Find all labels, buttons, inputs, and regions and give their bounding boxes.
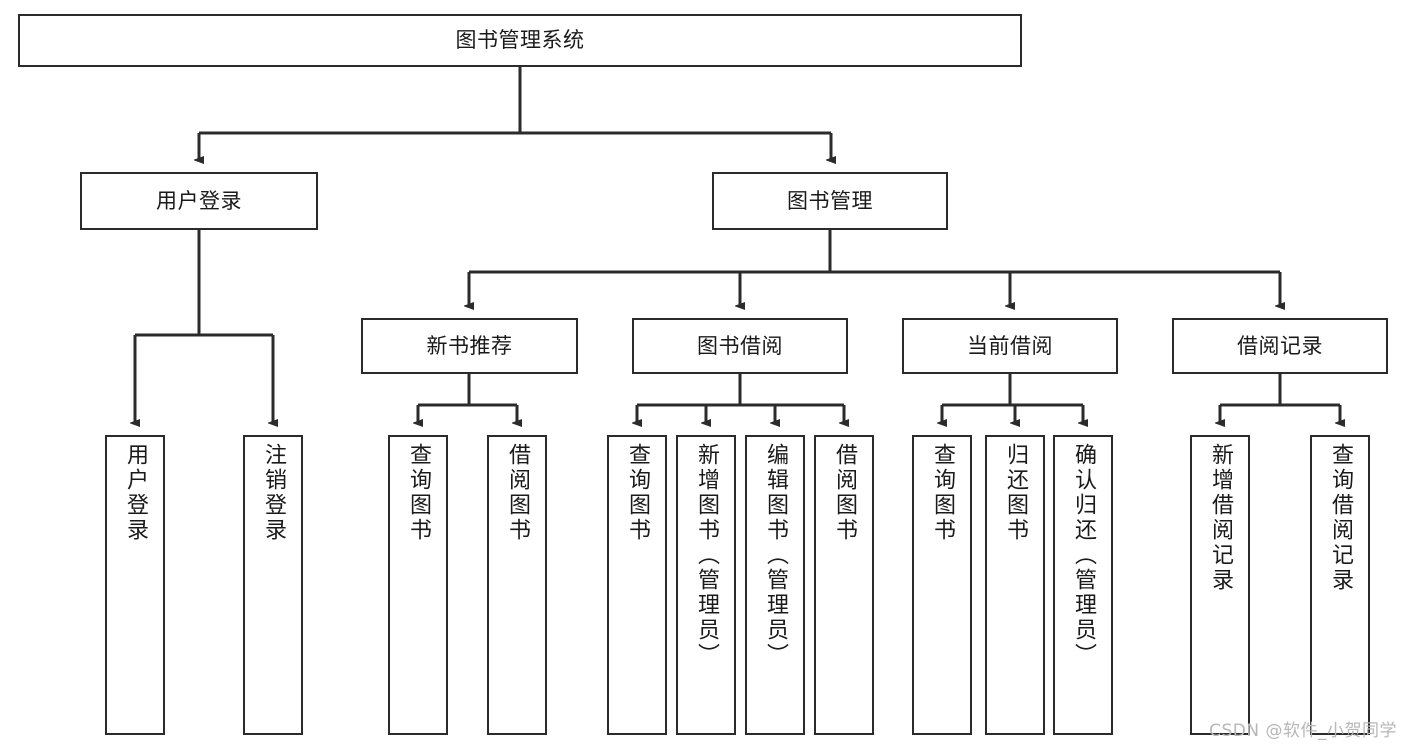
node-book-borrow-label: 图书借阅 [697,333,783,358]
node-leaf-query-book-cur-label: 查询图书 [930,443,955,543]
node-leaf-query-book-label: 查询图书 [625,443,650,543]
node-book-manage-label: 图书管理 [787,188,873,213]
node-borrow-record-label: 借阅记录 [1237,333,1323,358]
node-leaf-query-record-label: 查询借阅记录 [1328,443,1353,593]
node-leaf-borrow-book-rec[interactable]: 借阅图书 [487,435,547,735]
node-leaf-edit-book-label: 编辑图书（管理员） [763,443,788,668]
node-leaf-query-book-cur[interactable]: 查询图书 [912,435,972,735]
node-leaf-add-record-label: 新增借阅记录 [1208,443,1233,593]
node-current-borrow-label: 当前借阅 [967,333,1053,358]
node-leaf-add-book-label: 新增图书（管理员） [694,443,719,668]
node-leaf-query-book-rec[interactable]: 查询图书 [388,435,448,735]
node-leaf-return-book-label: 归还图书 [1003,443,1028,543]
node-book-borrow[interactable]: 图书借阅 [632,318,848,374]
node-borrow-record[interactable]: 借阅记录 [1172,318,1388,374]
node-leaf-query-book[interactable]: 查询图书 [607,435,667,735]
node-leaf-borrow-book-label: 借阅图书 [832,443,857,543]
node-user-login[interactable]: 用户登录 [80,172,318,230]
node-leaf-user-logout[interactable]: 注销登录 [243,435,303,735]
node-root-label: 图书管理系统 [455,28,585,53]
node-leaf-borrow-book[interactable]: 借阅图书 [814,435,874,735]
node-current-borrow[interactable]: 当前借阅 [902,318,1118,374]
watermark-text: CSDN @软件_小贺同学 [1209,721,1397,741]
node-leaf-query-book-rec-label: 查询图书 [406,443,431,543]
node-leaf-confirm-return-label: 确认归还（管理员） [1071,443,1096,668]
node-leaf-borrow-book-rec-label: 借阅图书 [505,443,530,543]
node-root[interactable]: 图书管理系统 [18,14,1022,67]
node-leaf-user-login-label: 用户登录 [123,443,148,543]
node-leaf-query-record[interactable]: 查询借阅记录 [1310,435,1370,735]
node-book-manage[interactable]: 图书管理 [712,172,948,230]
node-leaf-return-book[interactable]: 归还图书 [985,435,1045,735]
node-leaf-user-login[interactable]: 用户登录 [105,435,165,735]
node-leaf-confirm-return[interactable]: 确认归还（管理员） [1053,435,1113,735]
node-leaf-user-logout-label: 注销登录 [261,443,286,543]
node-new-book-recommend-label: 新书推荐 [426,333,513,358]
node-leaf-add-book[interactable]: 新增图书（管理员） [676,435,736,735]
node-new-book-recommend[interactable]: 新书推荐 [361,318,578,374]
node-user-login-label: 用户登录 [156,188,242,213]
node-leaf-add-record[interactable]: 新增借阅记录 [1190,435,1250,735]
node-leaf-edit-book[interactable]: 编辑图书（管理员） [745,435,805,735]
